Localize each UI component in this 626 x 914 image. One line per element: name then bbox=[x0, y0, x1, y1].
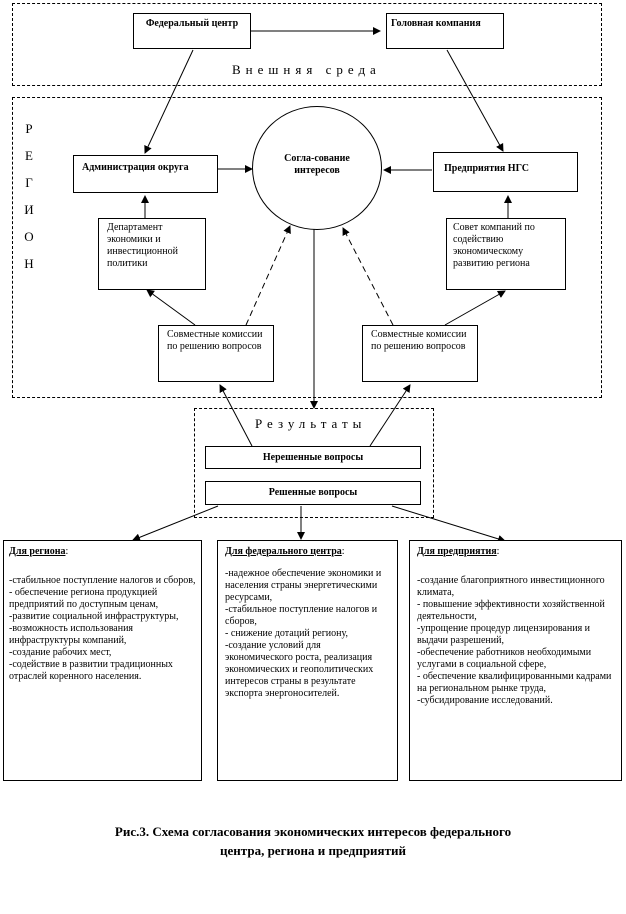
resolved-box: Решенные вопросы bbox=[205, 481, 421, 505]
enterprise-benefits-box: Для предприятия: -создание благоприятног… bbox=[409, 540, 622, 781]
dashed-commission-right-to-circle bbox=[342, 227, 394, 326]
region-letter-2: Е bbox=[25, 148, 33, 163]
department-label: Департамент экономики и инвестиционной п… bbox=[107, 222, 178, 269]
region-letter-1: Р bbox=[25, 121, 33, 136]
federal-benefits-box: Для федерального центра: -надежное обесп… bbox=[217, 540, 398, 781]
dashed-commission-left-to-circle bbox=[245, 225, 291, 326]
region-letter-3: Г bbox=[25, 175, 33, 190]
head-company-box: Головная компания bbox=[386, 13, 504, 49]
list-item: -создание рабочих мест, bbox=[9, 647, 112, 658]
council-box: Совет компаний по содействию экономическ… bbox=[446, 218, 566, 290]
list-item: -возможность использования инфраструктур… bbox=[9, 623, 134, 646]
list-item: - снижение дотаций региону, bbox=[225, 628, 349, 639]
external-environment-zone bbox=[12, 3, 602, 86]
arrow-resolved-to-region bbox=[132, 505, 219, 542]
unresolved-label: Нерешенные вопросы bbox=[262, 452, 364, 463]
commission-right-box: Совместные комиссии по решению вопросов bbox=[362, 325, 478, 382]
enterprises-label: Предприятия НГС bbox=[444, 163, 530, 174]
enterprise-benefits-title-row: Для предприятия: bbox=[417, 546, 500, 557]
list-item: - обеспечение региона продукцией предпри… bbox=[9, 587, 159, 610]
arrow-unresolved-to-commission-right bbox=[369, 384, 411, 447]
list-item: -обеспечение работников необходимыми усл… bbox=[417, 647, 592, 670]
caption-line-2: центра, региона и предприятий bbox=[220, 843, 406, 858]
arrow-head-to-enterprises bbox=[446, 49, 504, 152]
coordination-circle: Согла-сование интересов bbox=[252, 106, 382, 230]
list-item: -создание условий для экономического рос… bbox=[225, 640, 374, 699]
resolved-label: Решенные вопросы bbox=[268, 487, 358, 498]
list-item: -создание благоприятного инвестиционного… bbox=[417, 575, 605, 598]
federal-center-label: Федеральный центр bbox=[145, 18, 239, 29]
enterprise-benefits-list: -создание благоприятного инвестиционного… bbox=[417, 575, 614, 707]
region-benefits-list: -стабильное поступление налогов и сборов… bbox=[9, 575, 196, 683]
list-item: -развитие социальной инфраструктуры, bbox=[9, 611, 179, 622]
list-item: -стабильное поступление налогов и сборов… bbox=[225, 604, 378, 627]
list-item: -упрощение процедур лицензирования и выд… bbox=[417, 623, 591, 646]
enterprise-benefits-title: Для предприятия bbox=[417, 546, 497, 557]
coordination-label: Согла-сование интересов bbox=[284, 153, 350, 176]
list-item: -субсидирование исследований. bbox=[417, 695, 553, 706]
commission-left-label: Совместные комиссии по решению вопросов bbox=[167, 329, 263, 352]
list-item: - обеспечение квалифицированными кадрами… bbox=[417, 671, 612, 694]
commission-right-label: Совместные комиссии по решению вопросов bbox=[371, 329, 467, 352]
caption-line-1: Рис.3. Схема согласования экономических … bbox=[114, 824, 512, 839]
council-label: Совет компаний по содействию экономическ… bbox=[453, 222, 535, 269]
arrow-federal-to-admin bbox=[144, 49, 194, 154]
admin-label: Администрация округа bbox=[82, 162, 189, 173]
arrow-unresolved-to-commission-left bbox=[219, 384, 253, 447]
list-item: -надежное обеспечение экономики и населе… bbox=[225, 568, 382, 603]
list-item: -стабильное поступление налогов и сборов… bbox=[9, 575, 196, 586]
unresolved-box: Нерешенные вопросы bbox=[205, 446, 421, 469]
department-box: Департамент экономики и инвестиционной п… bbox=[98, 218, 206, 290]
list-item: -содействие в развитии традиционных отра… bbox=[9, 659, 173, 682]
external-environment-label: Внешняя среда bbox=[232, 62, 381, 77]
federal-benefits-list: -надежное обеспечение экономики и населе… bbox=[225, 568, 390, 700]
head-company-label: Головная компания bbox=[391, 18, 481, 29]
list-item: - повышение эффективности хозяйственной … bbox=[417, 599, 605, 622]
region-zone bbox=[12, 97, 602, 398]
arrow-commission-left-to-department bbox=[146, 289, 196, 326]
region-letter-5: О bbox=[24, 229, 34, 244]
region-benefits-title-row: Для региона: bbox=[9, 546, 69, 557]
federal-benefits-title-row: Для федерального центра: bbox=[225, 546, 345, 557]
region-benefits-box: Для региона: -стабильное поступление нал… bbox=[3, 540, 202, 781]
region-letter-4: И bbox=[24, 202, 34, 217]
enterprises-box: Предприятия НГС bbox=[433, 152, 578, 192]
figure-caption: Рис.3. Схема согласования экономических … bbox=[0, 822, 626, 860]
federal-center-box: Федеральный центр bbox=[133, 13, 251, 49]
commission-left-box: Совместные комиссии по решению вопросов bbox=[158, 325, 274, 382]
arrow-resolved-to-enterprise bbox=[391, 505, 506, 543]
region-benefits-title: Для региона bbox=[9, 546, 66, 557]
region-letter-6: Н bbox=[24, 256, 34, 271]
results-label: Результаты bbox=[255, 416, 367, 431]
region-vertical-label: Р Е Г И О Н bbox=[22, 121, 36, 283]
arrow-commission-right-to-council bbox=[444, 290, 506, 326]
federal-benefits-title: Для федерального центра bbox=[225, 546, 342, 557]
admin-box: Администрация округа bbox=[73, 155, 218, 193]
